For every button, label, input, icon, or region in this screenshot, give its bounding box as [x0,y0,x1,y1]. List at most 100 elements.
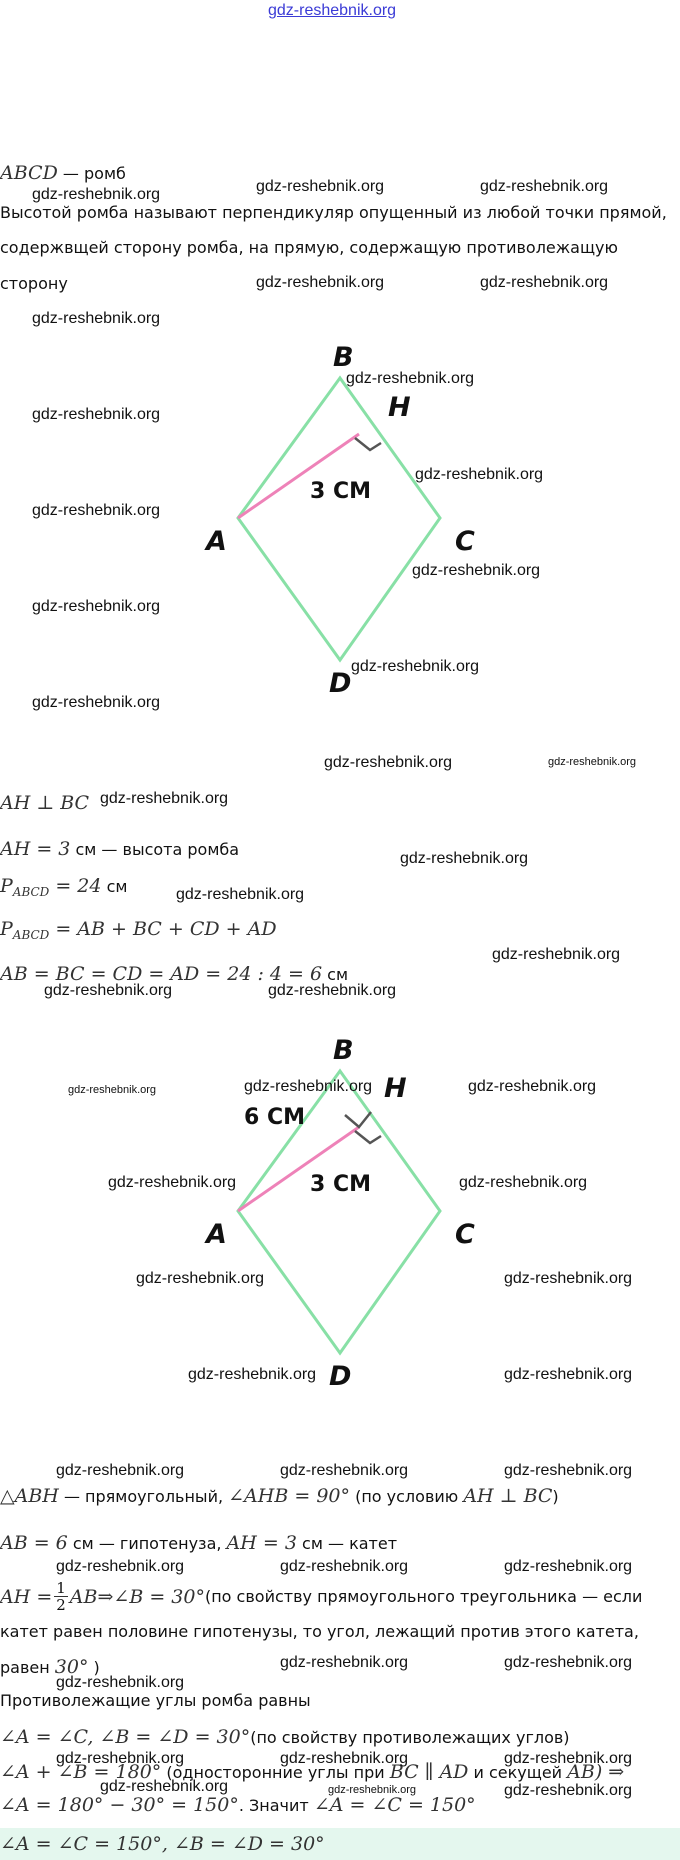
rhombus-figure-2: B H A C D 6 СМ 3 СМ [204,1035,475,1392]
watermark: gdz-reshebnik.org [324,754,453,771]
condition-close: ) [552,1487,559,1506]
perimeter-value: = 24 [49,875,102,897]
perimeter-unit: см [101,877,128,896]
triangle-text: — прямоугольный, [58,1487,229,1506]
watermark: gdz-reshebnik.org [244,1078,373,1095]
watermark: gdz-reshebnik.org [56,1750,185,1767]
watermark: gdz-reshebnik.org [280,1558,409,1575]
fraction-numerator: 1 [54,1579,68,1597]
fraction-denominator: 2 [56,1596,66,1614]
vertex-h-label: H [388,392,411,423]
hypotenuse-text: см — гипотенуза, [67,1534,227,1553]
opposite-angles-math: ∠A = ∠C, ∠B = ∠D = 30° [0,1726,251,1748]
vertex-c-label: C [455,526,475,557]
parallel-math: BC ∥ AD [389,1761,469,1783]
perimeter-formula-lhs: P [0,918,13,940]
vertex-a-label: A [204,526,227,557]
watermark: gdz-reshebnik.org [280,1462,409,1479]
watermark: gdz-reshebnik.org [256,274,385,291]
right-angle-mark [354,437,382,452]
definition-line-2: содержвщей сторону ромба, на прямую, сод… [0,238,618,257]
right-angle-math: ∠AHB = 90° [228,1485,350,1507]
perpendicular-statement: AH ⊥ BC [0,792,90,814]
height-statement: AH = 3 см — высота ромба [0,838,239,860]
perimeter-formula: PABCD = AB + BC + CD + AD [0,918,277,942]
hypotenuse-statement: AB = 6 см — гипотенуза, AH = 3 см — кате… [0,1532,397,1554]
watermark: gdz-reshebnik.org [268,982,397,999]
sides-statement: AB = BC = CD = AD = 24 : 4 = 6 см [0,963,348,985]
vertex-c-label: C [455,1219,475,1250]
vertex-h-label: H [384,1073,407,1104]
watermark: gdz-reshebnik.org [280,1654,409,1671]
opposite-angles-text: Противолежащие углы ромба равны [0,1691,311,1710]
watermark: gdz-reshebnik.org [548,756,637,768]
angle-ac-math: ∠A = ∠C = 150° [313,1794,476,1816]
angle-a-math: ∠A = 180° − 30° = 150° [0,1794,239,1816]
watermark: gdz-reshebnik.org [459,1174,588,1191]
watermark: gdz-reshebnik.org [32,694,161,711]
watermark: gdz-reshebnik.org [188,1366,317,1383]
site-link[interactable]: gdz-reshebnik.org [268,2,397,19]
perimeter-formula-rhs: = AB + BC + CD + AD [49,918,277,940]
sides-math: AB = BC = CD = AD = 24 : 4 = 6 [0,963,323,985]
condition-text: (по условию [350,1487,464,1506]
watermark: gdz-reshebnik.org [100,1778,229,1795]
height-text: см — высота ромба [70,840,240,859]
watermark: gdz-reshebnik.org [400,850,529,867]
watermark: gdz-reshebnik.org [346,370,475,387]
perimeter-given: PABCD = 24 см [0,875,127,899]
watermark: gdz-reshebnik.org [492,946,621,963]
watermark: gdz-reshebnik.org [468,1078,597,1095]
definition-line-1: Высотой ромба называют перпендикуляр опу… [0,203,667,222]
watermark: gdz-reshebnik.org [56,1462,185,1479]
perimeter-symbol: P [0,875,13,897]
close-paren: ) [88,1658,100,1677]
one-sided-angles-statement: ∠A + ∠B = 180° (односторонние углы при B… [0,1761,624,1783]
answer-math: ∠A = ∠C = 150°, ∠B = ∠D = 30° [0,1833,325,1855]
triangle-name: △ABH [0,1485,59,1507]
thirty-degrees: 30° [54,1656,89,1678]
watermark: gdz-reshebnik.org [44,982,173,999]
leg-text: см — катет [296,1534,398,1553]
height-segment [237,432,360,520]
half-hypotenuse-statement: AH = 1 2 AB⇒∠B = 30° (по свойству прямоу… [0,1580,642,1613]
leg-math: AH = 3 [226,1532,297,1554]
watermark: gdz-reshebnik.org [256,178,385,195]
fraction-one-half: 1 2 [54,1580,68,1613]
height-length-label: 3 СМ [310,1172,371,1197]
angle-a-statement: ∠A = 180° − 30° = 150°. Значит ∠A = ∠C =… [0,1794,476,1816]
ah-equals: AH = [0,1585,53,1608]
watermark: gdz-reshebnik.org [504,1462,633,1479]
watermark: gdz-reshebnik.org [504,1270,633,1287]
secant-text: и секущей [468,1763,568,1782]
watermark: gdz-reshebnik.org [480,178,609,195]
height-segment [237,1125,360,1213]
definition-line-3: сторону [0,274,68,293]
angle-b-math: AB⇒∠B = 30° [69,1585,205,1608]
angle-sum-math: ∠A + ∠B = 180° [0,1761,162,1783]
watermark: gdz-reshebnik.org [32,186,161,203]
height-math: AH = 3 [0,838,71,860]
vertex-d-label: D [329,668,351,699]
secant-math: AB) ⇒ [567,1761,625,1783]
triangle-statement: △ABH — прямоугольный, ∠AHB = 90° (по усл… [0,1485,559,1507]
watermark: gdz-reshebnik.org [136,1270,265,1287]
property-end: равен 30° ) [0,1656,100,1678]
rhombus-figure-1: B H A C D 3 СМ [204,342,475,699]
watermark: gdz-reshebnik.org [504,1366,633,1383]
opposite-angles-reason: (по свойству противолежащих углов) [250,1728,570,1747]
watermark: gdz-reshebnik.org [32,406,161,423]
vertex-b-label: B [333,1035,354,1066]
rhombus-outline [236,1068,442,1356]
equals-text: равен [0,1658,55,1677]
watermark: gdz-reshebnik.org [351,658,480,675]
vertex-d-label: D [329,1361,351,1392]
watermark: gdz-reshebnik.org [328,1784,417,1796]
one-sided-text: (односторонние углы при [161,1763,390,1782]
opposite-angles-statement: ∠A = ∠C, ∠B = ∠D = 30°(по свойству проти… [0,1726,570,1748]
perimeter-subscript: ABCD [12,885,50,900]
intro-line: ABCD — ромб [0,162,126,184]
watermark: gdz-reshebnik.org [56,1558,185,1575]
answer-box: ∠A = ∠C = 150°, ∠B = ∠D = 30° [0,1828,680,1860]
watermark: gdz-reshebnik.org [480,274,609,291]
